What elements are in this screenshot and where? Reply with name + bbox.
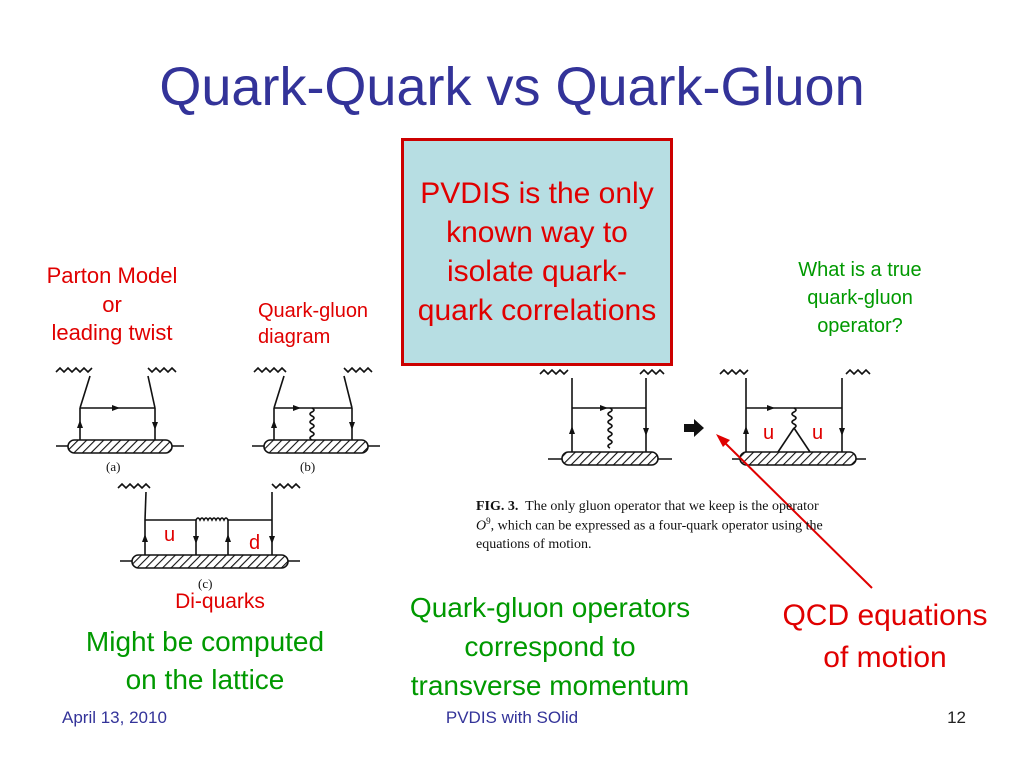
transverse-momentum-note: Quark-gluon operators correspond to tran… xyxy=(409,592,691,702)
quark-gluon-diagram-label: Quark-gluon diagram xyxy=(258,300,369,348)
figure-caption: FIG. 3. The only gluon operator that we … xyxy=(476,499,823,553)
parton-model-label: Parton Model or leading twist xyxy=(46,263,178,346)
footer-title: PVDIS with SOlid xyxy=(445,708,579,727)
callout-text: PVDIS is the only known way to isolate q… xyxy=(417,177,657,327)
diagram-c-caption: (c) xyxy=(198,576,212,591)
lattice-note: Might be computed on the lattice xyxy=(85,626,325,695)
di-quarks-label: Di-quarks xyxy=(175,590,265,613)
fig3-quark-u-1: u xyxy=(763,422,775,444)
page-number: 12 xyxy=(947,708,966,727)
true-operator-question: What is a true quark-gluon operator? xyxy=(798,259,922,337)
fig3-quark-u-2: u xyxy=(812,422,824,444)
diagram-a xyxy=(55,366,184,454)
fig3-diagram-left xyxy=(539,368,672,466)
diagram-b-caption: (b) xyxy=(300,459,315,474)
qcd-eom-label: QCD equations of motion xyxy=(782,599,988,674)
diagram-b xyxy=(252,366,380,454)
diagram-a-caption: (a) xyxy=(106,459,120,474)
qcd-arrow xyxy=(716,434,873,589)
slide-title: Quark-Quark vs Quark-Gluon xyxy=(159,57,865,117)
diagram-c-quark-u: u xyxy=(164,524,176,546)
callout-box: PVDIS is the only known way to isolate q… xyxy=(401,138,673,366)
implies-arrow-icon xyxy=(684,419,704,437)
diagram-c xyxy=(117,482,301,569)
diagram-c-quark-d: d xyxy=(249,532,261,554)
fig3-diagram-right xyxy=(719,368,871,466)
footer-date: April 13, 2010 xyxy=(62,708,167,727)
